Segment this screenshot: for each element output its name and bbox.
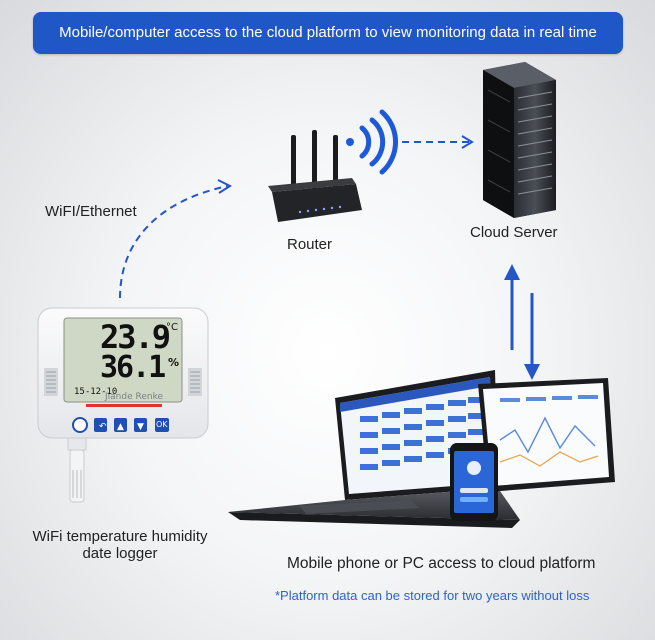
access-caption: Mobile phone or PC access to cloud platf… [287,555,596,572]
cloud-server-label: Cloud Server [470,224,558,241]
wifi-ethernet-label: WiFI/Ethernet [45,203,137,220]
lcd-temperature: 23.9 [100,318,171,356]
lcd-temp-unit: °C [166,322,178,333]
logger-label-line2: date logger [82,545,158,562]
lcd-date: 15-12-10 [74,387,118,397]
sync-arrows [504,264,540,380]
temperature-logger-device: ↶ ▲ ▼ [37,307,209,503]
svg-text:▼: ▼ [137,422,144,432]
logger-label: WiFi temperature humidity date logger [20,528,220,562]
router-label: Router [287,236,333,253]
svg-text:↶: ↶ [99,422,107,432]
svg-text:▲: ▲ [117,422,124,432]
header-banner: Mobile/computer access to the cloud plat… [33,12,623,54]
lcd-hum-unit: % [168,356,180,369]
wifi-link-arrowhead [217,179,233,194]
tablet-icon [478,378,615,492]
server-icon [483,62,556,218]
router-icon [268,130,362,222]
device-watermark: Jiande Renke [105,392,164,402]
logger-label-line1: WiFi temperature humidity [32,528,208,545]
phone-icon [450,443,498,521]
lcd-screen [63,317,183,403]
storage-note: *Platform data can be stored for two yea… [275,588,590,603]
wifi-link-arrow [119,185,229,299]
lcd-humidity: 36.1 [100,350,166,385]
device-ok-button: OK [156,420,168,429]
wifi-signal-icon [346,109,398,175]
